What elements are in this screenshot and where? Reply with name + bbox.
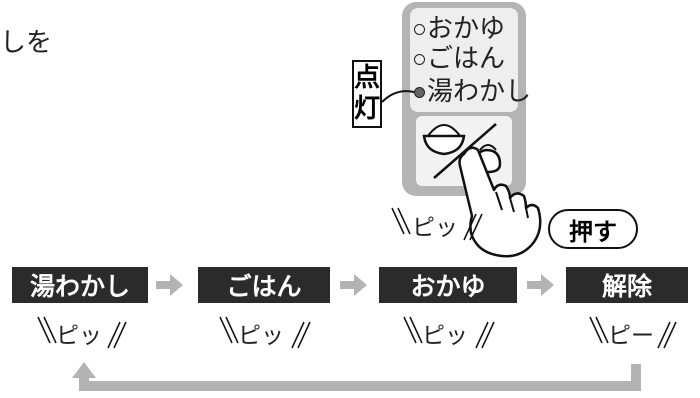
menu-item-label: ごはん <box>427 44 506 74</box>
sequence-sound-text: ピー <box>608 323 654 349</box>
mode-box-okayu: おかゆ <box>379 267 517 303</box>
sequence-sound-text: ピッ <box>238 323 284 349</box>
intro-text-fragment: しを <box>0 28 53 58</box>
mode-box-yuwakashi: 湯わかし <box>12 267 148 303</box>
sequence-sound-text: ピッ <box>422 323 468 349</box>
right-arrow-icon <box>156 274 183 296</box>
mode-box-gohan: ごはん <box>198 267 330 303</box>
menu-item-yuwakashi: 湯わかし <box>414 78 531 106</box>
mode-box-kaijo: 解除 <box>566 267 688 303</box>
sequence-sound-text: ピッ <box>56 323 102 349</box>
menu-item-label: 湯わかし <box>427 77 532 107</box>
callout-text-top: 点 <box>354 63 381 93</box>
right-arrow-icon <box>340 274 367 296</box>
indicator-lamp-icon <box>414 23 425 35</box>
rice-bowl-icon <box>422 124 466 156</box>
menu-item-okayu: おかゆ <box>414 15 505 43</box>
indicator-lamp-lit-icon <box>414 86 425 98</box>
mode-label: おかゆ <box>410 272 486 301</box>
menu-item-label: おかゆ <box>427 14 506 44</box>
mode-label: 解除 <box>601 272 652 301</box>
press-label: 押す <box>548 209 638 249</box>
callout-text-bottom: 灯 <box>354 94 381 124</box>
press-sound-text: ピッ <box>412 215 458 241</box>
indicator-lamp-icon <box>414 53 425 65</box>
mode-label: 湯わかし <box>29 272 130 301</box>
menu-item-gohan: ごはん <box>414 45 505 73</box>
right-arrow-icon <box>527 274 554 296</box>
lit-indicator-callout: 点 灯 <box>352 60 382 128</box>
menu-indicator-area <box>410 8 518 112</box>
mode-label: ごはん <box>226 272 302 301</box>
